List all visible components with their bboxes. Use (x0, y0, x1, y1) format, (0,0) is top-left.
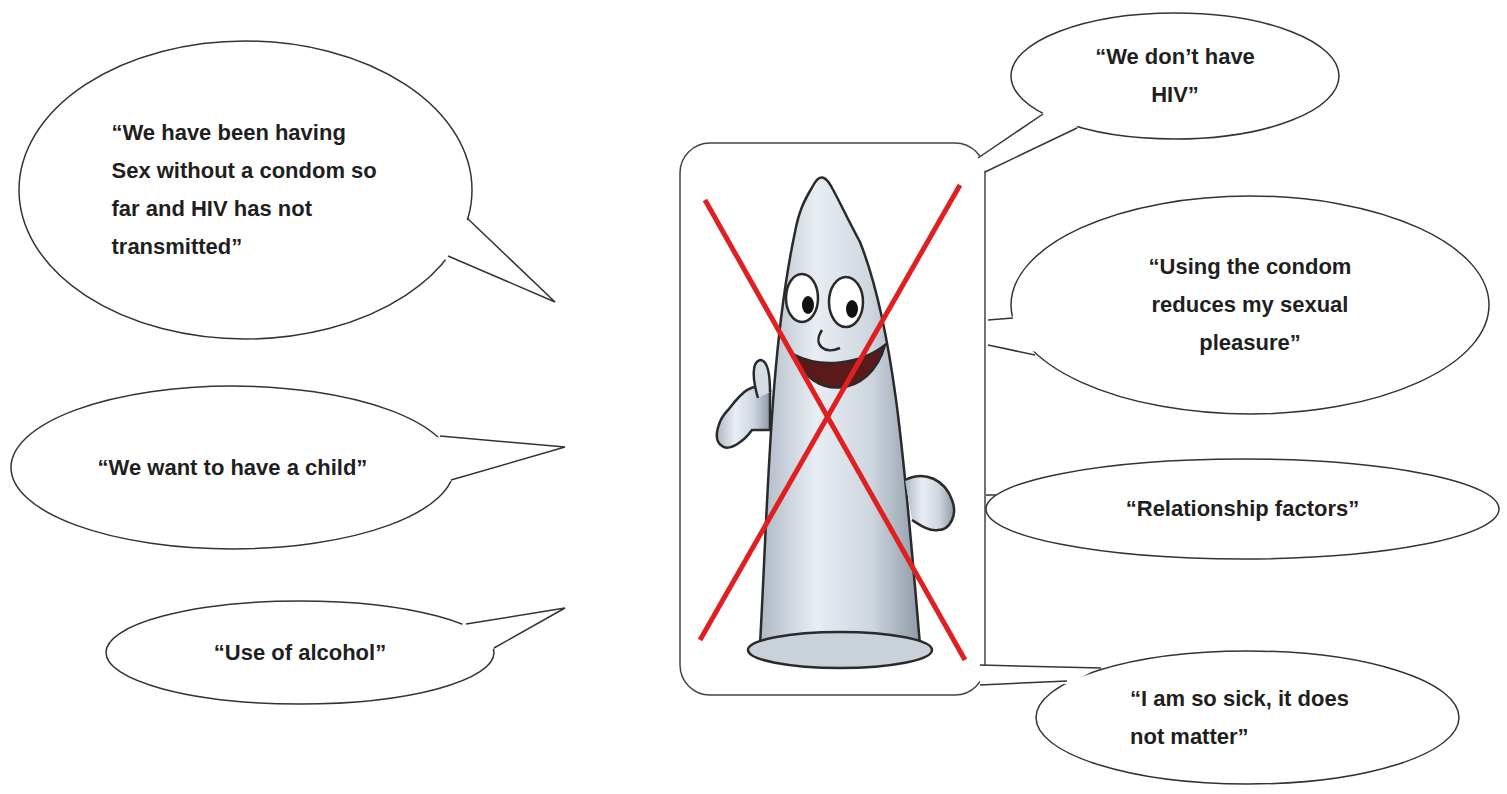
red-cross-line (705, 200, 965, 660)
condom-rim (748, 632, 932, 668)
left-pupil (802, 296, 814, 314)
tail-outline (978, 114, 1043, 158)
speech-bubble: “We have been having Sex without a condo… (18, 40, 473, 340)
tail-outline (980, 665, 1101, 668)
condom-body (760, 177, 920, 645)
tail-outline (988, 345, 1035, 355)
speech-bubble: “Using the condom reduces my sexual plea… (1010, 195, 1490, 415)
bubble-text: “Using the condom reduces my sexual plea… (1125, 248, 1375, 362)
speech-bubble: “We want to have a child” (10, 385, 455, 550)
bubble-text: “Relationship factors” (1033, 490, 1453, 528)
tail-outline (980, 681, 1067, 685)
right-pupil (846, 300, 858, 318)
bubble-outline (1010, 12, 1340, 140)
bubble-ellipse (1036, 651, 1459, 784)
bubble-text: “Use of alcohol” (150, 634, 450, 672)
bubble-ellipse (19, 41, 472, 339)
right-hand (905, 476, 954, 530)
tail-outline (440, 436, 565, 480)
left-eye (786, 274, 818, 322)
bubble-ellipse (11, 386, 454, 549)
left-hand (717, 387, 770, 448)
bubble-text: “We want to have a child” (93, 449, 373, 487)
red-cross-line (700, 185, 960, 640)
bubble-ellipse (1011, 196, 1489, 414)
thumb (754, 360, 770, 398)
speech-bubble: “I am so sick, it does not matter” (1035, 650, 1460, 785)
speech-bubble: “Use of alcohol” (105, 600, 495, 705)
tail-outline (985, 128, 1077, 172)
bubble-outline (18, 40, 473, 340)
nose (818, 330, 840, 350)
bubble-outline (1035, 650, 1460, 785)
tail-outline (988, 318, 1013, 320)
bubble-ellipse (106, 601, 494, 704)
bubble-ellipse (986, 459, 1499, 559)
bubble-text: “We have been having Sex without a condo… (112, 114, 380, 266)
bubble-text: “We don’t have HIV” (1080, 38, 1270, 114)
picture-frame (680, 143, 985, 695)
speech-bubble: “Relationship factors” (985, 458, 1500, 560)
bubble-text: “I am so sick, it does not matter” (1130, 680, 1365, 756)
smile (795, 345, 885, 388)
speech-bubble: “We don’t have HIV” (1010, 12, 1340, 140)
right-eye (829, 277, 863, 327)
bubble-ellipse (1011, 13, 1339, 139)
